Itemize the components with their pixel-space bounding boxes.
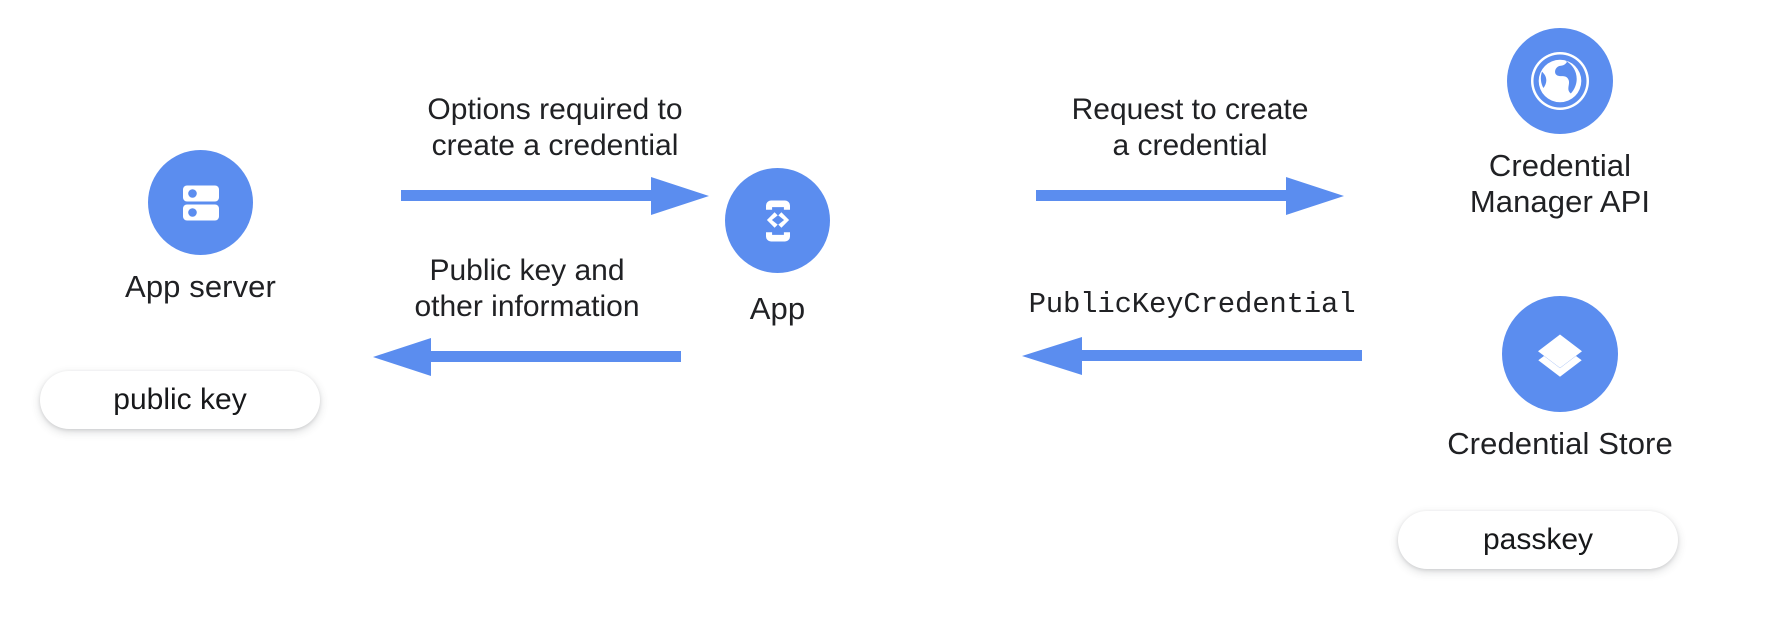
layers-icon (1502, 296, 1618, 412)
node-app: App (675, 168, 880, 327)
arrow-public-key-information-caption: Public key and other information (414, 254, 640, 323)
arrow-right-icon (1036, 177, 1344, 215)
app-code-device-icon (725, 168, 830, 273)
node-credential-manager-api-label: Credential Manager API (1469, 148, 1651, 220)
arrow-request-to-create-caption: Request to create a credential (1071, 93, 1309, 162)
arrow-right-icon (401, 177, 709, 215)
node-credential-store-label: Credential Store (1447, 426, 1673, 461)
pill-passkey-label: passkey (1482, 523, 1594, 556)
node-app-server-label: App server (125, 269, 276, 304)
server-icon (148, 150, 253, 255)
arrow-left-icon (1022, 336, 1362, 375)
pill-public-key: public key (40, 371, 320, 429)
pill-public-key-label: public key (113, 383, 247, 416)
arrow-left-icon (373, 338, 681, 376)
arrow-public-key-information: Public key and other information (372, 253, 682, 379)
pill-passkey: passkey (1398, 511, 1678, 569)
arrow-public-key-credential: PublicKeyCredential (1022, 288, 1362, 379)
arrow-request-to-create: Request to create a credential (1035, 92, 1345, 218)
node-app-label: App (749, 291, 806, 326)
node-app-server: App server (48, 150, 353, 305)
arrow-public-key-credential-caption: PublicKeyCredential (1028, 288, 1356, 321)
globe-icon (1507, 28, 1613, 134)
node-credential-store: Credential Store (1435, 296, 1685, 462)
arrow-options-required-caption: Options required to create a credential (427, 93, 683, 162)
node-credential-manager-api: Credential Manager API (1435, 28, 1685, 221)
arrow-options-required: Options required to create a credential (400, 92, 710, 218)
